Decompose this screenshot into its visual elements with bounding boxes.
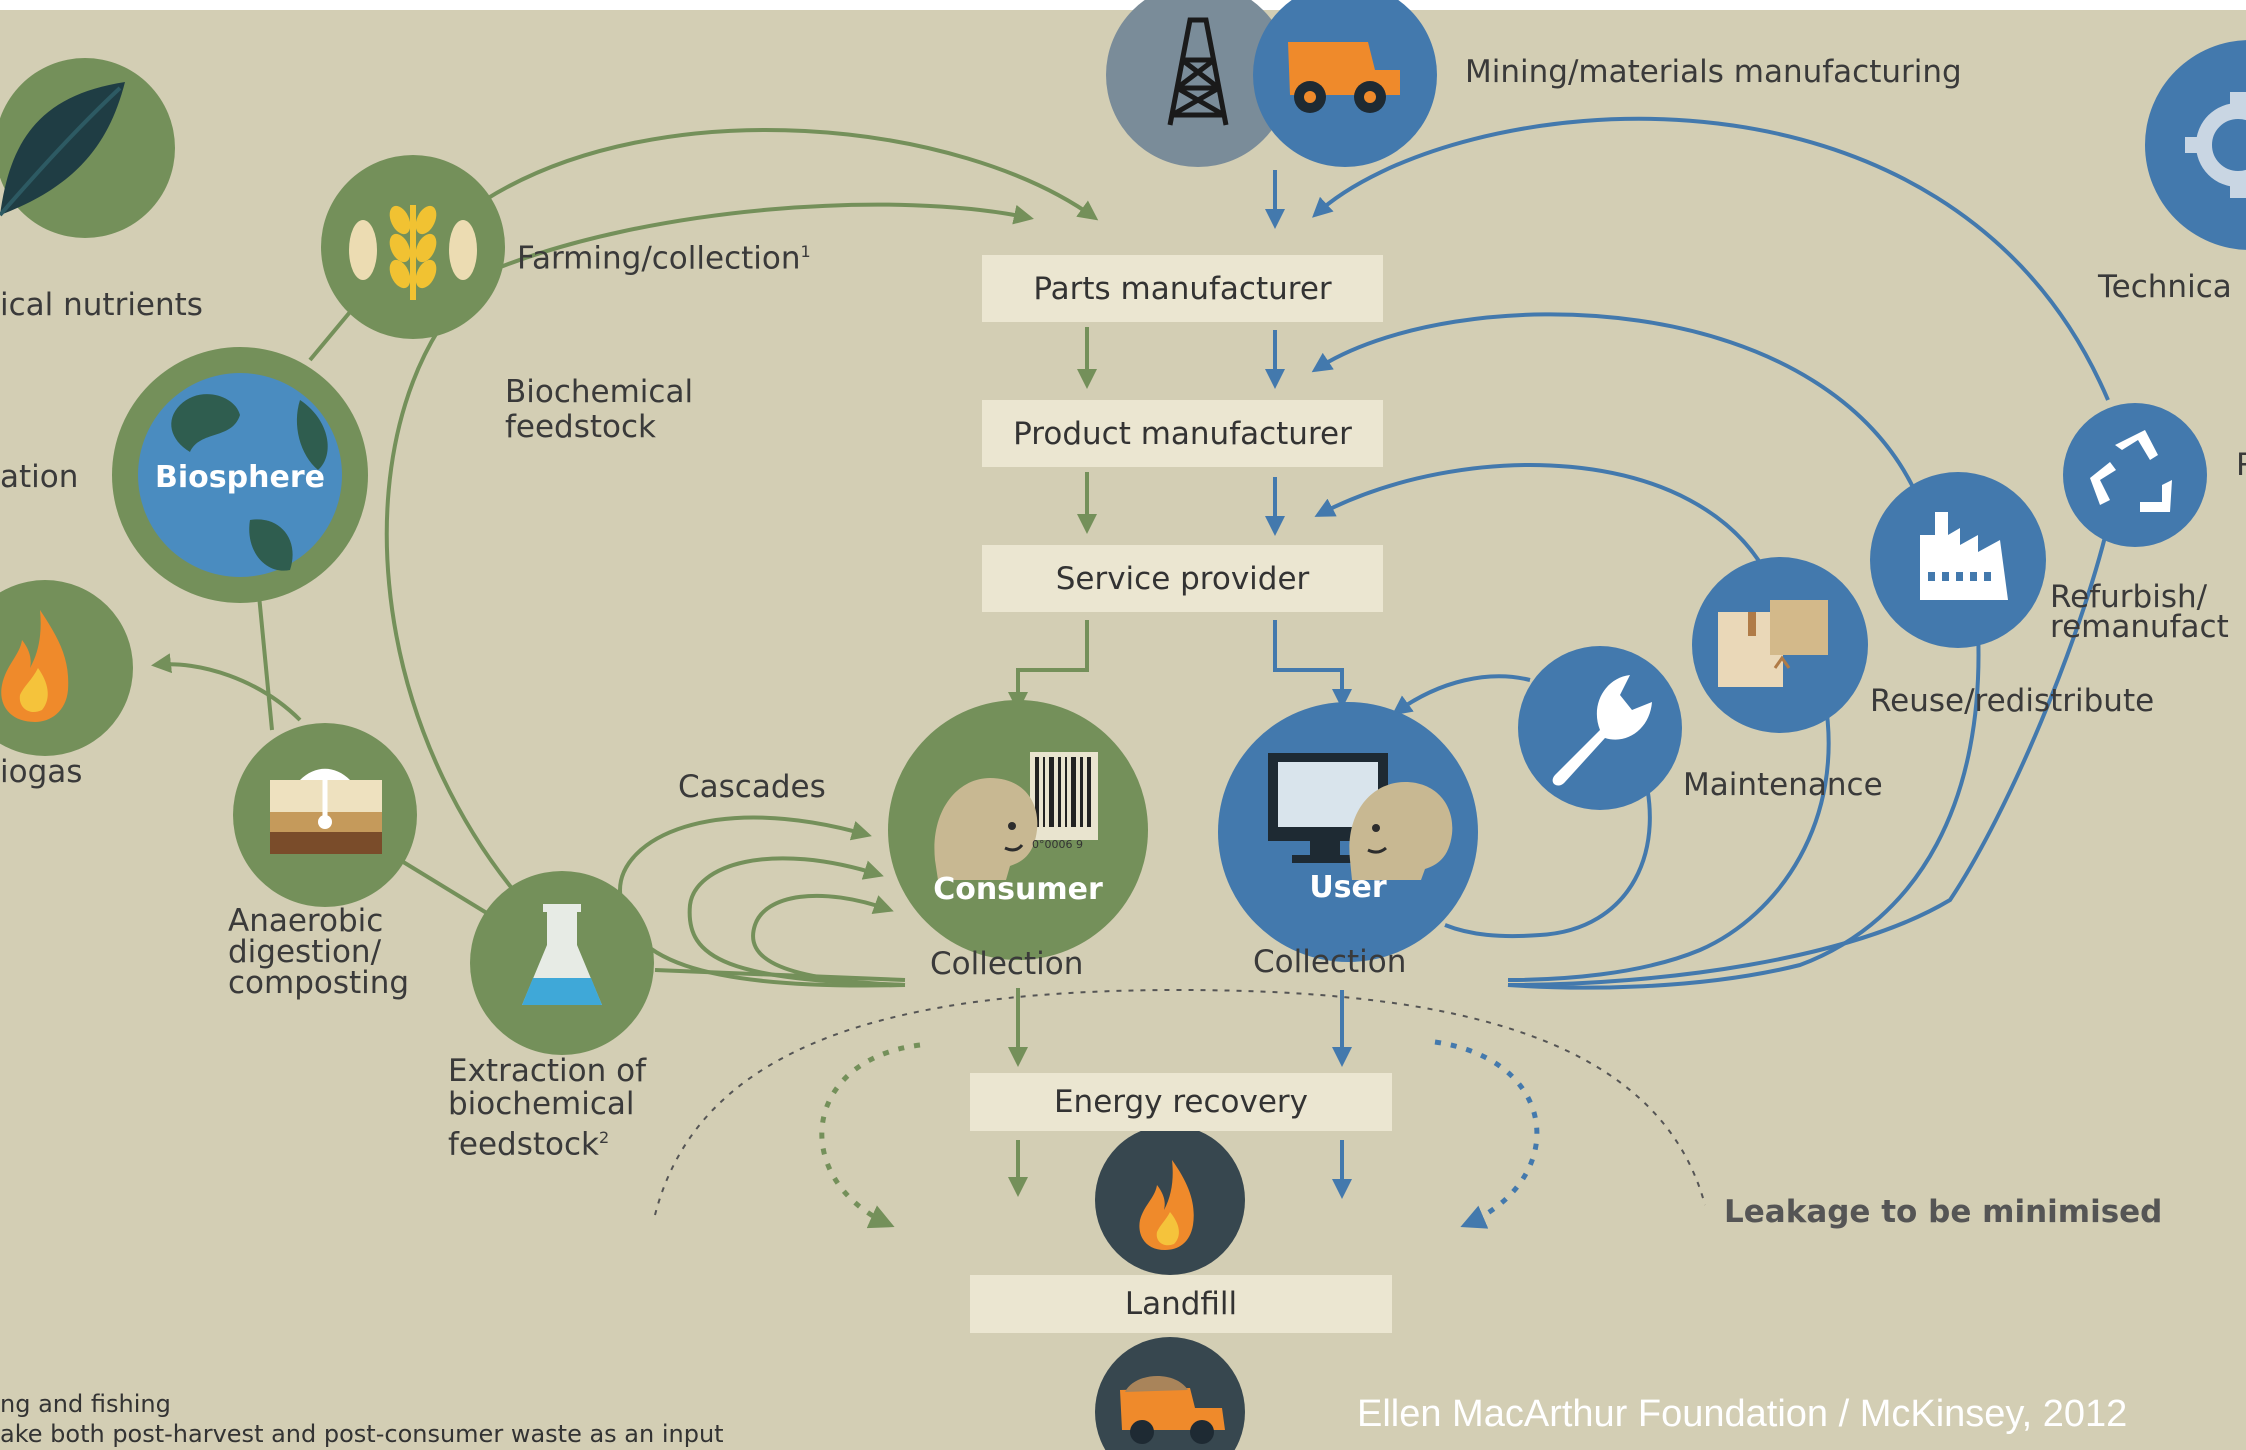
footnote-2: ake both post-harvest and post-consumer … <box>0 1420 724 1448</box>
biochemical-to-parts-arrow <box>487 202 1034 274</box>
service-provider-box: Service provider <box>982 545 1383 612</box>
extraction-label: Extraction of biochemical feedstock2 <box>448 1055 646 1161</box>
recycle-icon <box>2090 430 2172 512</box>
anaerobic-label-line-3: composting <box>228 965 410 1001</box>
biochemical-feedstock-line-2: feedstock <box>505 409 657 445</box>
reuse-loop-arrow <box>1314 463 1772 581</box>
biochemical-feedstock-line-1: Biochemical <box>505 374 694 410</box>
consumer-node <box>888 700 1148 960</box>
landfill-node <box>1095 1337 1245 1450</box>
user-collection-label: Collection <box>1253 944 1407 980</box>
cascades-label: Cascades <box>678 769 826 805</box>
boxes-icon <box>1718 600 1828 687</box>
person-head-icon <box>1349 782 1453 880</box>
technical-nutrients-label: Technica <box>2098 269 2232 305</box>
oil-rig-icon <box>1167 17 1229 126</box>
wheat-fish-icon <box>349 205 477 300</box>
flame-icon <box>1139 1160 1194 1250</box>
consumer-collection-label: Collection <box>930 946 1084 982</box>
recycle-return-line <box>1507 524 2110 987</box>
anaerobic-to-biogas-arrow <box>151 653 302 722</box>
extraction-label-line-1: Extraction of <box>448 1053 646 1089</box>
maintenance-label: Maintenance <box>1683 767 1883 803</box>
maintenance-node <box>1518 646 1682 810</box>
anaerobic-label-line-2: digestion/ <box>228 934 382 970</box>
restoration-label: ation <box>0 459 79 495</box>
gear-node <box>2145 40 2246 250</box>
biogas-label: iogas <box>0 754 83 790</box>
refurbish-loop-arrow <box>1311 312 1927 516</box>
farming-to-parts-arrow <box>483 128 1099 221</box>
mining-label: Mining/materials manufacturing <box>1465 54 1962 90</box>
farming-node <box>321 155 505 339</box>
extraction-label-line-2: biochemical <box>448 1086 635 1122</box>
refurbish-label-line-2: remanufact <box>2050 609 2229 645</box>
source-credit: Ellen MacArthur Foundation / McKinsey, 2… <box>1357 1393 2128 1435</box>
maintenance-to-user-arrow <box>1391 674 1531 716</box>
service-to-user-arrow <box>1273 620 1352 709</box>
product-manufacturer-box: Product manufacturer <box>982 400 1383 467</box>
barcode-number: 0°0006 9 <box>1032 838 1083 851</box>
leaf-node <box>0 58 175 238</box>
biosphere-node <box>112 347 368 603</box>
energy-recovery-node <box>1095 1125 1245 1275</box>
dump-truck-icon <box>1120 1375 1225 1444</box>
leakage-flows <box>654 988 1706 1229</box>
biogas-node <box>0 580 133 756</box>
anaerobic-node <box>233 723 417 907</box>
barcode-icon <box>1030 752 1098 840</box>
user-caption: User <box>1309 870 1387 905</box>
maintenance-return-line <box>1444 759 1652 939</box>
wrench-icon <box>1552 675 1652 786</box>
refurbish-label-line-1: Refurbish/ <box>2050 579 2208 615</box>
extraction-label-line-3: feedstock2 <box>448 1126 610 1163</box>
extraction-node <box>470 871 654 1055</box>
person-head-icon <box>934 778 1038 880</box>
oil-rig-node <box>1106 0 1290 167</box>
recycle-loop-arrow <box>1312 116 2110 401</box>
reuse-label: Reuse/redistribute <box>1870 683 2155 719</box>
footnote-1: ng and fishing <box>0 1390 171 1418</box>
landfill-box: Landfill <box>970 1275 1392 1333</box>
farming-footnote-mark: 1 <box>800 242 811 261</box>
biosphere-to-anaerobic-link <box>256 584 274 731</box>
farming-label: Farming/collection1 <box>517 240 811 277</box>
reuse-node <box>1692 557 1868 733</box>
flame-icon <box>1 610 69 722</box>
anaerobic-label: Anaerobic digestion/ composting <box>228 906 409 999</box>
technical-flows <box>1265 116 2110 1199</box>
cascade-arrow-1 <box>617 815 906 988</box>
energy-recovery-box: Energy recovery <box>970 1073 1392 1131</box>
extraction-footnote-mark: 2 <box>599 1128 610 1147</box>
recycle-node <box>2063 403 2207 547</box>
anaerobic-label-line-1: Anaerobic <box>228 903 384 939</box>
leakage-blue-arc <box>1434 1039 1540 1229</box>
cascade-arrow-2 <box>687 856 906 987</box>
anaerobic-to-extraction-link <box>398 858 492 917</box>
refurbish-label: Refurbish/ remanufact <box>2050 579 2229 645</box>
biochemical-feedstock-label: Biochemical feedstock <box>505 375 693 445</box>
biological-flows <box>151 128 1099 1197</box>
cascade-arrow-3 <box>751 893 906 987</box>
biosphere-caption: Biosphere <box>155 460 325 495</box>
leakage-outer-arc <box>654 988 1706 1216</box>
reuse-return-line <box>1507 699 1831 982</box>
refurbish-return-line <box>1507 629 1981 990</box>
soil-layers-icon <box>270 768 382 854</box>
extraction-to-biochemical-loop <box>384 270 572 952</box>
leakage-label: Leakage to be minimised <box>1724 1194 2163 1230</box>
dump-truck-icon <box>1288 42 1400 113</box>
factory-node <box>1870 472 2046 648</box>
mining-node <box>1253 0 1437 167</box>
leakage-green-arc <box>819 1042 921 1229</box>
recycle-label: R <box>2236 448 2246 482</box>
parts-manufacturer-box: Parts manufacturer <box>982 255 1383 322</box>
biological-nutrients-label: ical nutrients <box>0 287 203 323</box>
user-node <box>1218 702 1478 962</box>
consumer-caption: Consumer <box>933 872 1103 907</box>
service-to-consumer-arrow <box>1008 620 1089 712</box>
top-strip <box>0 0 2246 10</box>
